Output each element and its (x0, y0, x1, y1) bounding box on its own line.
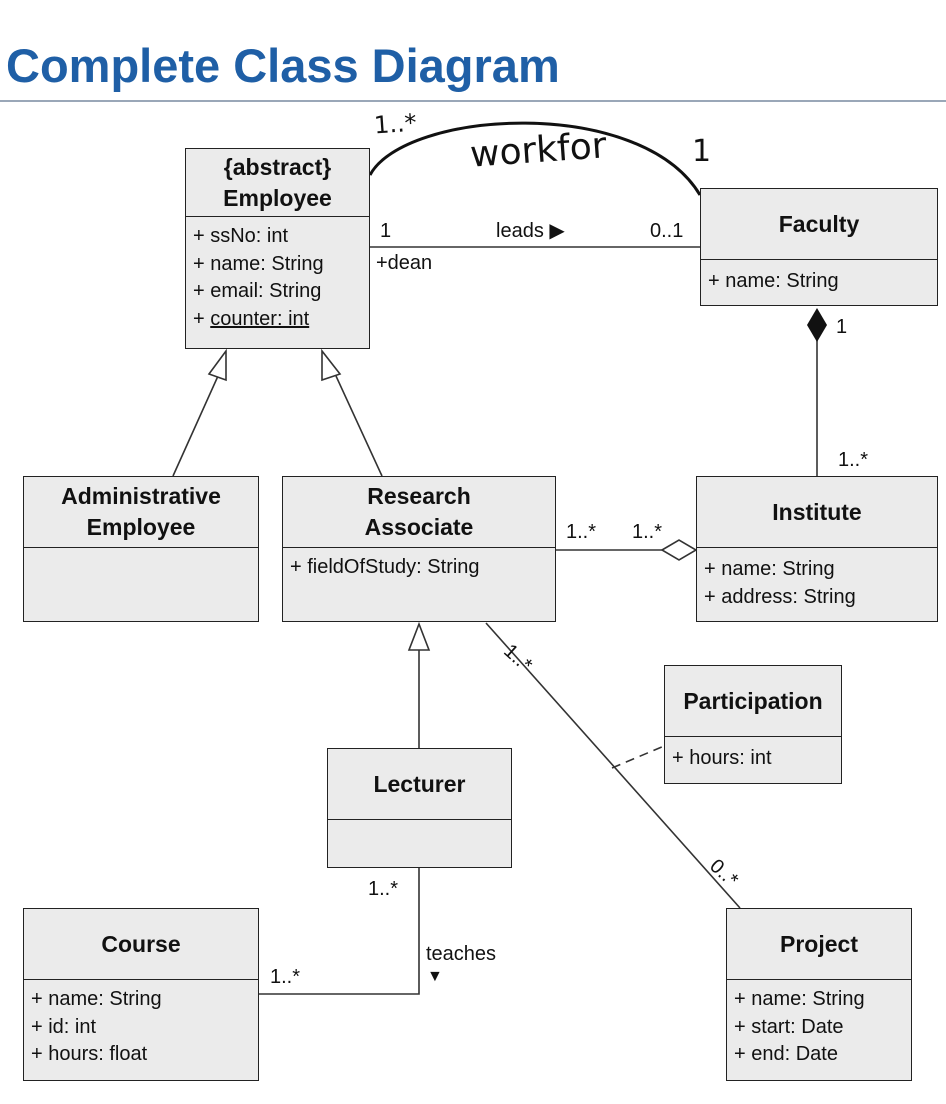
class-course-header: Course (24, 909, 258, 980)
research-generalization-arrowhead (321, 348, 342, 382)
class-participation[interactable]: Participation + hours: int (664, 665, 842, 784)
class-lecturer-header: Lecturer (328, 749, 511, 820)
faculty-name: Faculty (778, 210, 860, 237)
aggregation-multiplicity-institute: 1..* (632, 521, 663, 543)
class-research-associate[interactable]: Research Associate + fieldOfStudy: Strin… (282, 476, 556, 622)
composition-multiplicity-institute: 1..* (838, 449, 869, 471)
participation-attr: + hours: int (672, 747, 772, 769)
employee-attr: + name: String (193, 252, 324, 275)
lecturer-generalization-arrowhead (407, 621, 431, 651)
institute-attributes: + name: String + address: String (697, 548, 937, 611)
class-institute[interactable]: Institute + name: String + address: Stri… (696, 476, 938, 622)
class-research-header: Research Associate (283, 477, 555, 548)
course-attr: + name: String (31, 988, 162, 1010)
association-class-dashed-line (611, 745, 665, 769)
class-institute-header: Institute (697, 477, 937, 548)
teaches-association-line (259, 868, 420, 995)
admin-attributes (24, 548, 258, 554)
employee-attributes: + ssNo: int + name: String + email: Stri… (186, 217, 369, 333)
participation-attributes: + hours: int (665, 737, 841, 773)
course-name: Course (101, 930, 181, 957)
course-attr: + id: int (31, 1015, 97, 1038)
lecturer-attributes (328, 820, 511, 826)
employee-attr: + ssNo: int (193, 225, 289, 247)
employee-name: Employee (223, 184, 332, 211)
project-attr: + name: String (734, 988, 865, 1010)
title-divider (0, 100, 946, 102)
employee-static-attr-row: + counter: int (193, 306, 369, 334)
class-project-header: Project (727, 909, 911, 980)
admin-name-line1: Administrative (61, 483, 221, 509)
leads-role-dean: +dean (376, 252, 433, 274)
research-name-line2: Associate (364, 514, 474, 540)
handwritten-multiplicity-faculty: 1 (692, 134, 712, 169)
leads-multiplicity-employee: 1 (380, 220, 392, 242)
research-attr: + fieldOfStudy: String (290, 556, 480, 578)
composition-diamond (807, 308, 827, 342)
leads-association-name: leads ▶ (496, 220, 565, 242)
employee-stereotype: {abstract} (223, 153, 332, 180)
leads-multiplicity-faculty: 0..1 (650, 220, 684, 242)
research-attributes: + fieldOfStudy: String (283, 548, 555, 582)
teaches-association-name: teaches (426, 943, 497, 965)
institute-attr: + name: String (704, 558, 835, 580)
admin-name-line2: Employee (86, 514, 196, 540)
project-attributes: + name: String + start: Date + end: Date (727, 980, 911, 1069)
handwritten-multiplicity-employee: 1..* (373, 108, 418, 140)
project-attr: + start: Date (734, 1015, 844, 1038)
class-faculty[interactable]: Faculty + name: String (700, 188, 938, 306)
teaches-direction-arrow: ▼ (427, 968, 443, 985)
class-administrative-employee[interactable]: Administrative Employee (23, 476, 259, 622)
teaches-multiplicity-lecturer: 1..* (368, 878, 399, 900)
employee-static-attr: counter: int (210, 307, 310, 330)
research-generalization-line (335, 375, 383, 477)
aggregation-multiplicity-research: 1..* (566, 521, 597, 543)
class-lecturer[interactable]: Lecturer (327, 748, 512, 868)
class-course[interactable]: Course + name: String + id: int + hours:… (23, 908, 259, 1081)
class-admin-header: Administrative Employee (24, 477, 258, 548)
participation-name: Participation (683, 687, 823, 714)
class-employee-header: {abstract} Employee (186, 149, 369, 217)
class-participation-header: Participation (665, 666, 841, 737)
class-faculty-header: Faculty (701, 189, 937, 260)
composition-multiplicity-faculty: 1 (836, 316, 848, 338)
faculty-attributes: + name: String (701, 260, 937, 296)
project-name: Project (780, 930, 858, 957)
employee-attr: + email: String (193, 280, 322, 302)
teaches-multiplicity-course: 1..* (270, 966, 301, 988)
research-project-line (485, 622, 741, 909)
page-title: Complete Class Diagram (6, 39, 560, 92)
research-name-line1: Research (367, 483, 471, 509)
course-attributes: + name: String + id: int + hours: float (24, 980, 258, 1069)
lecturer-name: Lecturer (373, 770, 466, 797)
institute-attr: + address: String (704, 585, 856, 608)
admin-generalization-line (172, 375, 219, 477)
class-project[interactable]: Project + name: String + start: Date + e… (726, 908, 912, 1081)
handwritten-workfor-arc (368, 121, 702, 196)
admin-generalization-arrowhead (207, 348, 227, 382)
faculty-attr: + name: String (708, 270, 839, 292)
employee-static-prefix: + (193, 307, 211, 330)
project-attr: + end: Date (734, 1043, 838, 1065)
course-attr: + hours: float (31, 1043, 148, 1065)
class-employee[interactable]: {abstract} Employee + ssNo: int + name: … (185, 148, 370, 349)
aggregation-diamond (660, 539, 698, 561)
institute-name: Institute (772, 498, 862, 525)
